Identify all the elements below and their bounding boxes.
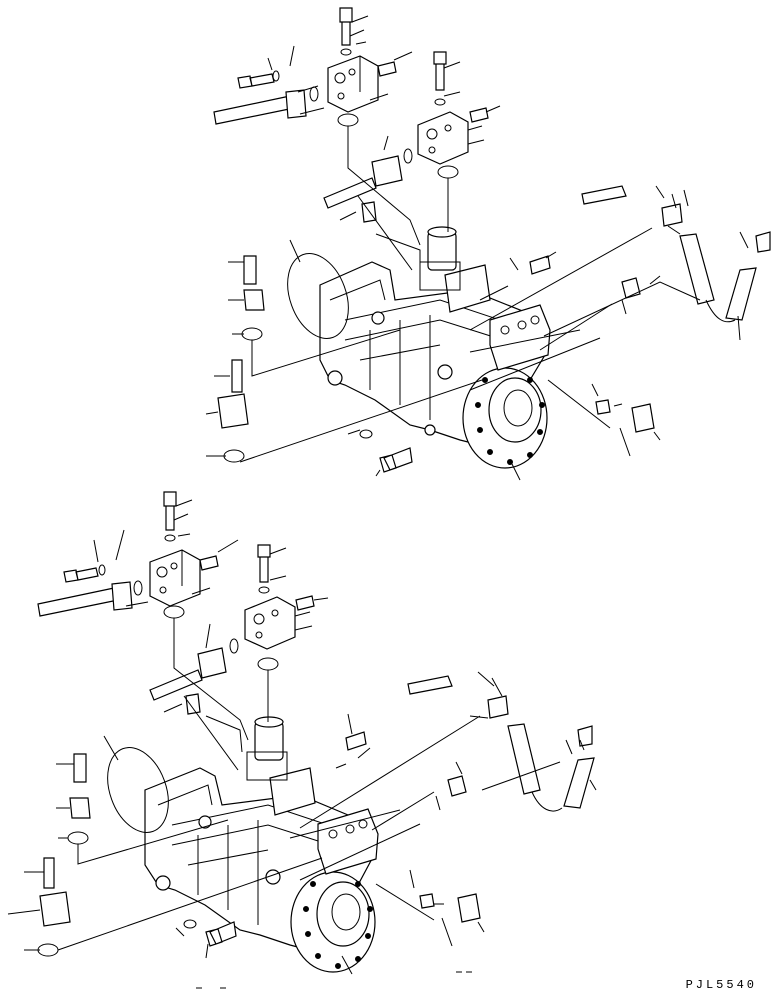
solenoid <box>419 226 461 291</box>
fittings <box>39 555 593 927</box>
valve-block-a <box>327 55 379 113</box>
leader-lines <box>205 15 749 481</box>
large-o-ring <box>107 747 169 833</box>
lower-pump-assembly <box>7 491 597 989</box>
pump-end-flange <box>462 367 548 469</box>
large-o-ring <box>287 253 349 339</box>
solenoid <box>246 716 288 781</box>
fittings <box>217 61 771 433</box>
valve-block-b <box>244 596 296 650</box>
hoses <box>213 89 757 323</box>
leader-lines <box>7 499 597 989</box>
bolts <box>237 7 447 473</box>
drawing-code: PJL5540 <box>685 978 757 992</box>
valve-block-b <box>417 111 469 165</box>
control-valve-block <box>444 264 551 371</box>
pump-end-flange <box>290 871 376 973</box>
bolts <box>63 491 271 947</box>
valve-block-a <box>149 549 201 607</box>
upper-pump-assembly <box>205 7 771 481</box>
hoses <box>37 581 595 812</box>
control-valve-block <box>269 767 379 875</box>
